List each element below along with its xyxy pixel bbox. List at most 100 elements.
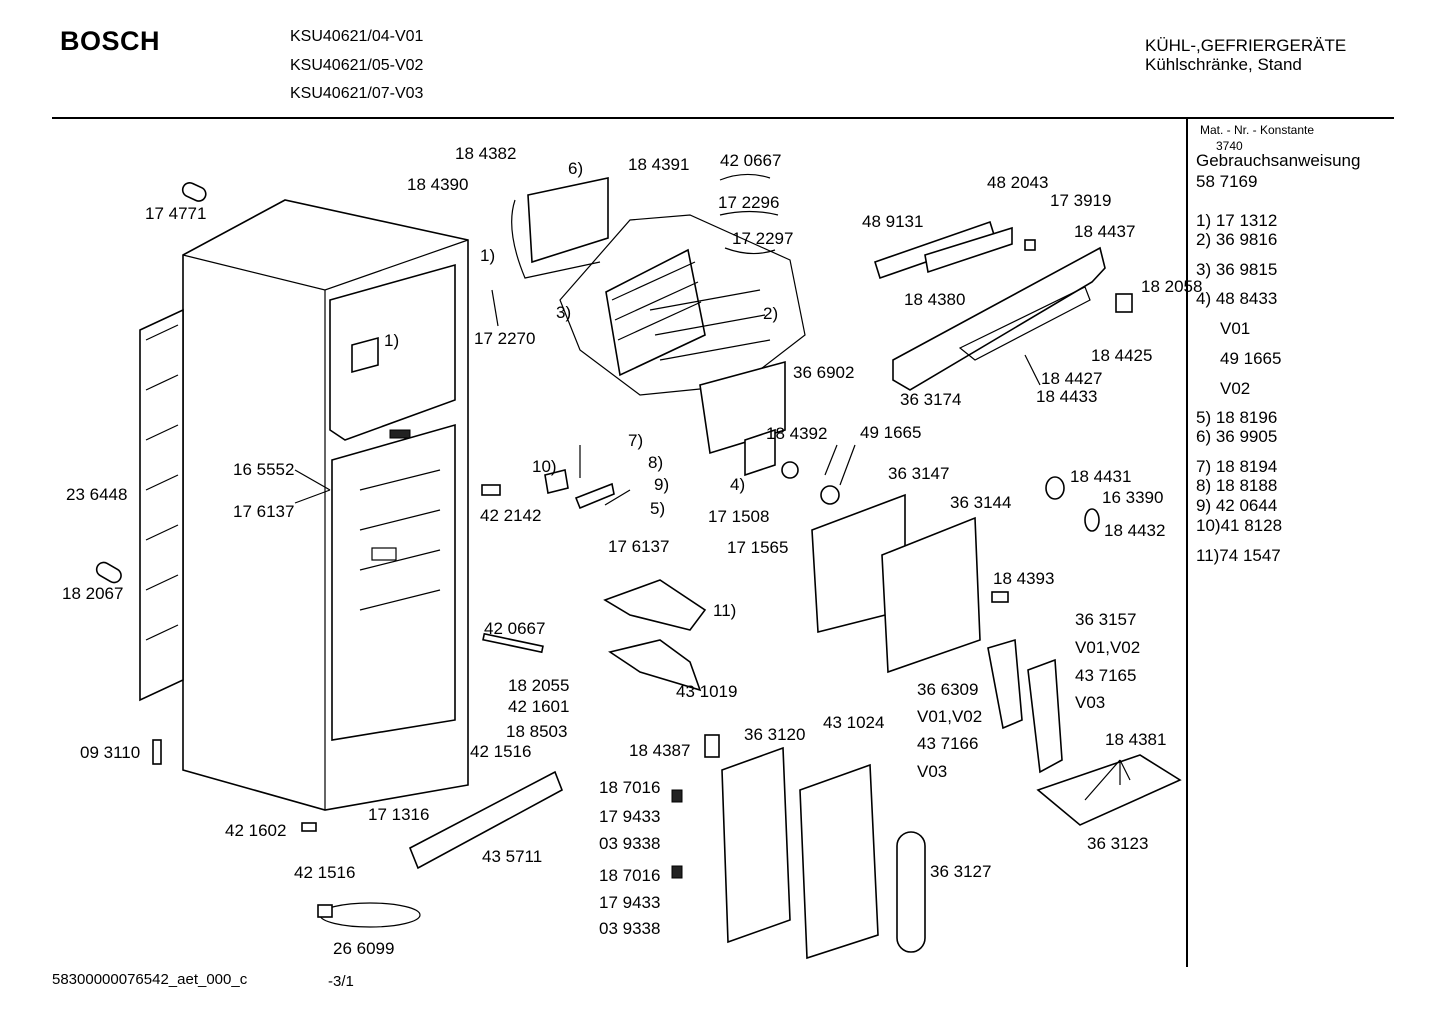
part-callout: 16 5552 [233,460,294,479]
document-id: 58300000076542_aet_000_c [52,971,248,988]
part-callout: 18 4380 [904,290,965,309]
part-callout: 09 3110 [80,743,140,762]
part-callout: 42 1601 [508,697,569,716]
part-callout: 36 3174 [900,390,961,409]
part-callout: 18 4381 [1105,730,1166,749]
part-callout: 18 4427 [1041,369,1102,388]
part-callout: 6) [568,159,583,178]
part-callout: 16 3390 [1102,488,1163,507]
parts-legend-item: 5) 18 8196 [1196,408,1278,427]
part-callout: 48 9131 [862,212,923,231]
part-callout: 23 6448 [66,485,127,504]
part-callout: 18 2067 [62,584,123,603]
part-callout: 36 3123 [1087,834,1148,853]
part-callout: 1) [384,331,399,350]
part-callout: 18 2055 [508,676,569,695]
parts-legend-item: 11)74 1547 [1196,546,1281,565]
part-callout: 17 1565 [727,538,788,557]
page-number: -3/1 [328,973,354,990]
part-callout: 10) [532,457,557,476]
part-callout: 43 1024 [823,713,884,732]
part-callout: 36 3120 [744,725,805,744]
part-callout: 17 1508 [708,507,769,526]
part-callout: 03 9338 [599,834,660,853]
part-callout: 43 7166 [917,734,978,753]
parts-legend-item: 4) 48 8433 [1196,289,1278,308]
part-callout: 18 4431 [1070,467,1131,486]
part-callout: 43 5711 [482,847,542,866]
part-callout: 42 0667 [484,619,545,638]
cylinder-part-side [95,561,122,584]
parts-legend-item: 3) 36 9815 [1196,260,1278,279]
mat-number-title: Mat. - Nr. - Konstante [1200,123,1315,137]
part-callout: 42 1516 [294,863,355,882]
parts-legend-item: V01 [1220,319,1251,338]
part-callout: 18 4382 [455,144,516,163]
part-callout: 36 3147 [888,464,949,483]
part-callout: V03 [1075,693,1105,712]
category-subtitle: Kühlschränke, Stand [1145,55,1302,74]
part-callout: 18 4392 [766,424,827,443]
part-callout: 1) [480,246,495,265]
fridge-cabinet [182,199,469,811]
part-callout: 03 9338 [599,919,660,938]
part-callout: 26 6099 [333,939,394,958]
control-panel [874,220,1133,391]
header-divider [52,117,1394,119]
part-callout: 43 7165 [1075,666,1136,685]
part-callout: 18 7016 [599,866,660,885]
part-callout: V03 [917,762,947,781]
part-callout: 36 6902 [793,363,854,382]
callout-labels: 17 4771 18 4382 18 4390 6) 18 4391 42 0667 17 … [62,144,1202,958]
parts-legend-item: 1) 17 1312 [1196,211,1278,230]
part-callout: 7) [628,431,643,450]
part-callout: 18 4390 [407,175,468,194]
part-callout: 36 3144 [950,493,1011,512]
part-callout: 43 1019 [676,682,737,701]
part-callout: 17 9433 [599,893,660,912]
part-callout: 18 8503 [506,722,567,741]
manual-number: 58 7169 [1196,172,1258,191]
part-callout: 17 2297 [732,229,793,248]
part-callout: 4) [730,475,745,494]
model-line-1: KSU40621/04-V01 [290,28,424,45]
part-callout: 18 4437 [1074,222,1135,241]
sidebar-divider [1186,117,1188,967]
door-panel-right [799,763,879,960]
model-line-2: KSU40621/05-V02 [290,57,424,74]
part-callout: 49 1665 [860,423,921,442]
condenser-coil [139,308,184,702]
part-callout: 17 2296 [718,193,779,212]
parts-legend-item: 7) 18 8194 [1196,457,1278,476]
part-callout: 17 4771 [145,204,206,223]
parts-legend-item: 2) 36 9816 [1196,230,1278,249]
part-callout: 17 9433 [599,807,660,826]
part-callout: 18 4391 [628,155,689,174]
evaporator-plate [699,360,786,455]
part-callout: 42 2142 [480,506,541,525]
evaporator-assembly [511,173,806,396]
part-callout: 18 7016 [599,778,660,797]
cover-plate-front [881,516,981,674]
door-shelf-right [1027,658,1063,774]
door-gasket [896,831,926,953]
leader-lines [294,289,1131,801]
base-plate [1036,754,1182,826]
part-callout: V01,V02 [917,707,982,726]
parts-legend-item: 9) 42 0644 [1196,496,1278,515]
part-callout: 18 4387 [629,741,690,760]
model-line-3: KSU40621/07-V03 [290,85,424,102]
hinge-parts [991,476,1100,603]
part-callout: 18 4432 [1104,521,1165,540]
mat-number-value: 3740 [1216,139,1243,153]
part-callout: 17 6137 [233,502,294,521]
brand-logo: BOSCH [60,26,161,56]
parts-legend-item: 6) 36 9905 [1196,427,1278,446]
part-callout: 42 1516 [470,742,531,761]
part-callout: 18 4393 [993,569,1054,588]
part-callout: 17 2270 [474,329,535,348]
thermostat-parts [744,428,840,505]
part-callout: 2) [763,304,778,323]
part-callout: 36 6309 [917,680,978,699]
